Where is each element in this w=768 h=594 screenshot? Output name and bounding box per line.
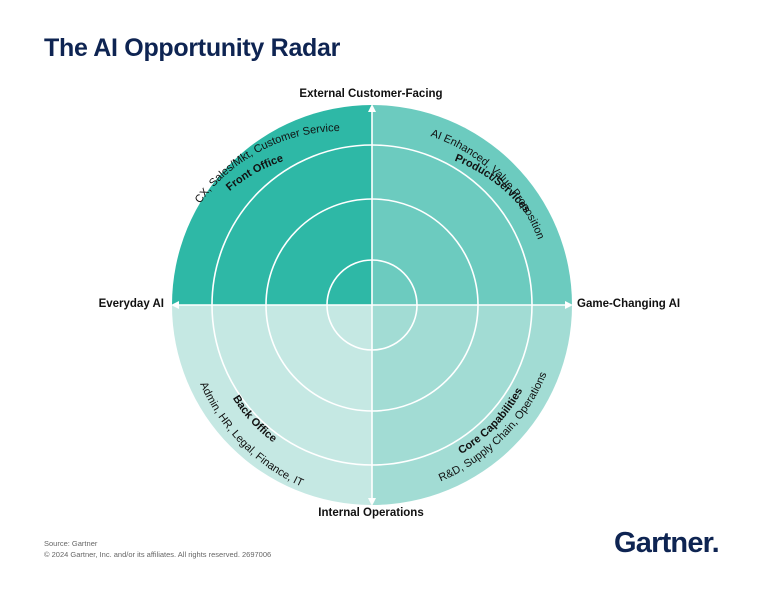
axis-label-top: External Customer-Facing xyxy=(299,88,443,100)
footer: Source: Gartner © 2024 Gartner, Inc. and… xyxy=(44,538,271,560)
page-title: The AI Opportunity Radar xyxy=(44,34,341,62)
quadrant-back-office xyxy=(172,305,372,505)
logo-dot: . xyxy=(711,527,720,559)
gartner-logo: Gartner. xyxy=(614,527,720,560)
logo-text: Gartner xyxy=(614,527,712,559)
axis-label-left: Everyday AI xyxy=(98,298,164,310)
axis-label-bottom: Internal Operations xyxy=(318,507,424,519)
axis-label-right: Game-Changing AI xyxy=(577,298,681,310)
source-note: Source: Gartner xyxy=(44,539,98,548)
quadrant-front-office xyxy=(172,105,372,305)
quadrant-product-services xyxy=(372,105,572,305)
copyright-note: © 2024 Gartner, Inc. and/or its affiliat… xyxy=(44,550,272,559)
quadrant-core-capabilities xyxy=(372,305,572,505)
